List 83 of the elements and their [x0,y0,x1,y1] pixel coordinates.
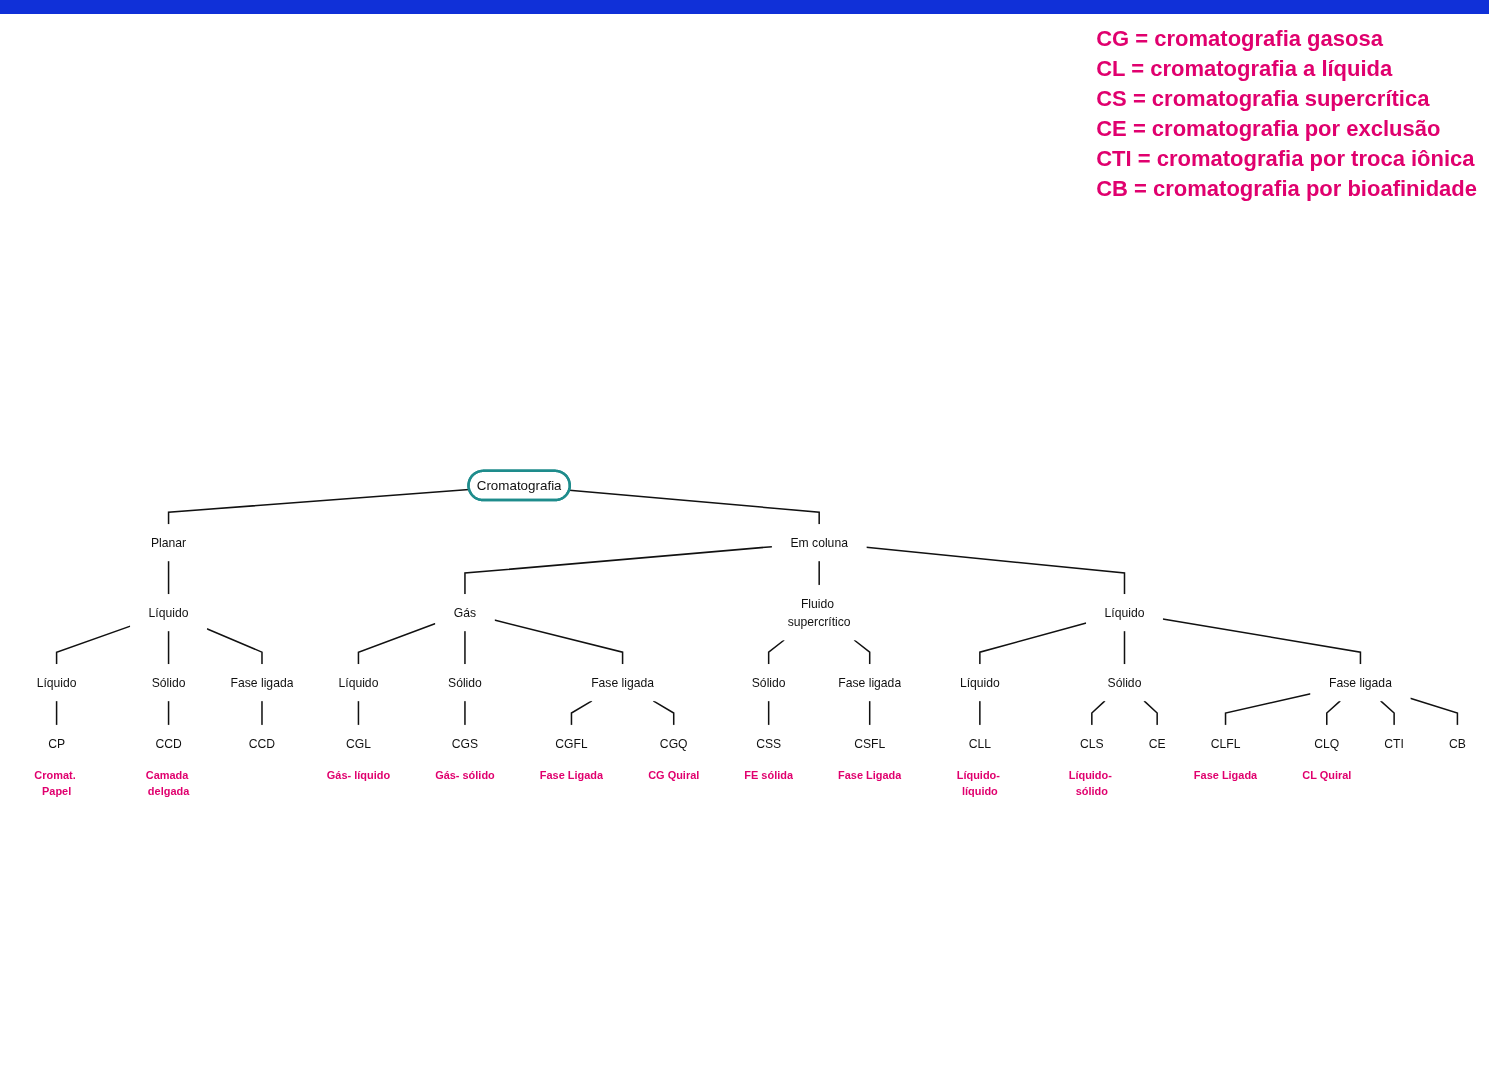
connector [1123,630,1126,666]
connector [357,622,437,666]
connector [853,639,871,666]
node-label: Camada delgada [145,769,190,798]
connector [464,700,466,726]
connector [261,700,263,726]
connector [493,619,624,666]
abbreviation-note: CS = cromatografia supercrítica [1096,85,1431,113]
node-text: Fase ligada [591,675,655,690]
node-text: Sólido [1107,675,1142,690]
connector [1224,693,1312,726]
node-text: Fase ligada [230,675,294,690]
node-text: Sólido [151,675,186,690]
connector [818,560,820,586]
node-text: Gás [453,605,477,620]
node-label: Líquido- líquido [956,769,1000,798]
abbreviation-note: CB = cromatografia por bioafinidade [1096,175,1477,203]
node-text: Sólido [448,675,482,690]
connector [167,700,170,726]
node-label: Líquido- sólido [1068,769,1112,798]
node-label: Gás- líquido [326,769,391,782]
connector [570,700,593,726]
node-text: CLS [1080,736,1104,751]
node-text: CSFL [854,736,886,751]
abbreviation-note: CL = cromatografia a líquida [1096,55,1394,83]
node-text: CGS [451,736,479,751]
node-text: CSS [756,736,782,751]
node-text: Fluido supercrítico [787,596,851,629]
connector [167,630,170,666]
node-label: Fase Ligada [1193,769,1258,782]
connector [464,545,773,596]
node-text: CE [1148,736,1166,751]
node-text: Líquido [338,675,379,690]
connector [55,625,132,666]
abbreviation-note: CE = cromatografia por exclusão [1096,115,1442,143]
node-label: CL Quiral [1302,769,1352,782]
node-text: CGQ [659,736,688,751]
node-text: Líquido [36,675,77,690]
connector [868,700,871,726]
connector [979,622,1088,666]
connector [167,560,170,596]
node-text: CLL [968,736,992,751]
connector [1143,700,1158,726]
node-label: Fase Ligada [838,769,902,782]
node-text: Líquido [148,605,189,620]
node-text: CGFL [555,736,588,751]
node-text: CP [48,736,66,751]
node-text: CGL [345,736,371,751]
node-label: Fase Ligada [539,769,604,782]
node-label: FE sólida [744,769,794,782]
node-text: Em coluna [790,535,848,550]
connector [1379,700,1395,726]
connector [1091,700,1106,726]
node-text: Líquido [1104,605,1145,620]
connector [1326,700,1341,726]
connector [1409,697,1459,726]
abbreviation-note: CTI = cromatografia por troca iônica [1096,145,1476,173]
connector [1161,618,1362,666]
connector [206,628,263,666]
connector [865,546,1126,596]
connector [979,700,981,726]
connector [767,700,770,726]
abbreviation-note: CG = cromatografia gasosa [1096,25,1384,53]
node-text: CTI [1384,736,1404,751]
node-text: Fase ligada [838,675,902,690]
node-label: Cromat. Papel [34,769,76,798]
connector [767,639,785,666]
node-text: Planar [150,535,187,550]
connector [55,700,58,726]
node-text: Fase ligada [1328,675,1392,690]
node-label: Gás- sólido [435,769,495,782]
node-label: CG Quiral [648,769,700,782]
node-text: Sólido [751,675,786,690]
connector [357,700,360,726]
node-text: CCD [155,736,182,751]
connector [568,489,820,526]
node-text: CCD [248,736,276,751]
connector [652,700,675,726]
node-text: CLQ [1314,736,1340,751]
node-text: CLFL [1210,736,1241,751]
connector [464,630,466,666]
node-text: Líquido [959,675,1000,690]
node-text: CB [1448,736,1466,751]
